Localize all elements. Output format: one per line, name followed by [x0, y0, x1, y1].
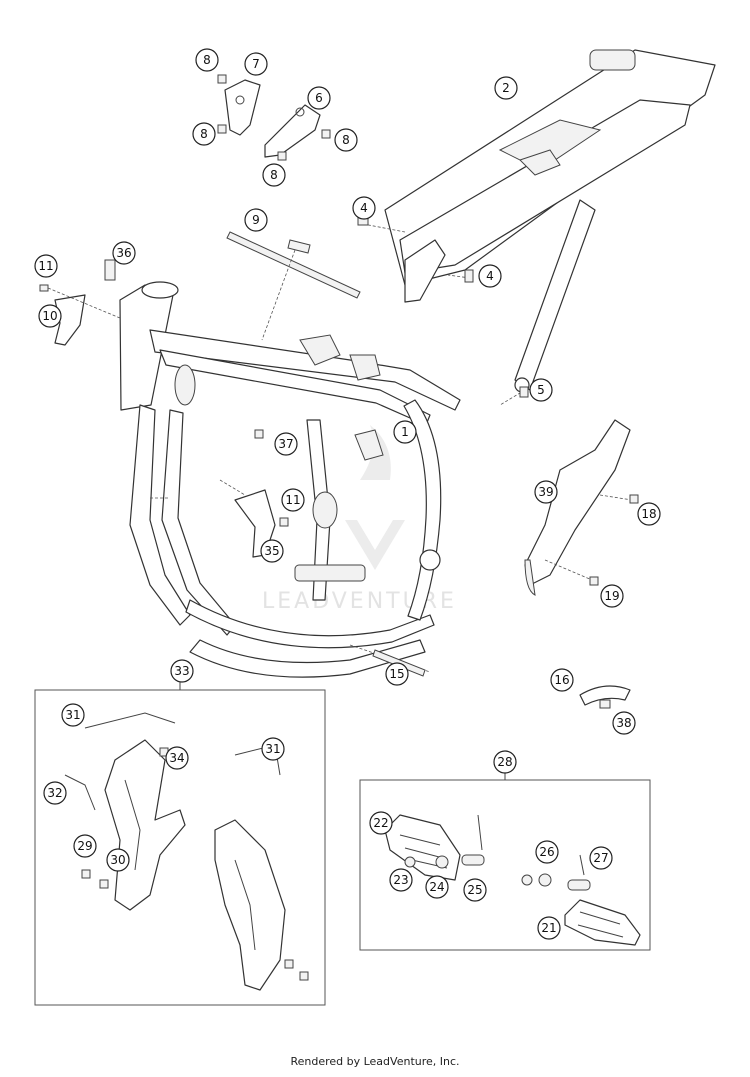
- callout-24: 24: [425, 875, 449, 899]
- svg-text:39: 39: [538, 485, 553, 499]
- svg-text:36: 36: [116, 246, 131, 260]
- render-credit: Rendered by LeadVenture, Inc.: [290, 1055, 460, 1068]
- callout-22: 22: [369, 811, 393, 835]
- callout-8d: 8: [262, 163, 286, 187]
- svg-text:8: 8: [270, 168, 278, 182]
- callout-4a: 4: [352, 196, 376, 220]
- svg-text:25: 25: [467, 883, 482, 897]
- callout-26: 26: [535, 840, 559, 864]
- callout-19: 19: [600, 584, 624, 608]
- svg-text:24: 24: [429, 880, 444, 894]
- svg-text:23: 23: [393, 873, 408, 887]
- svg-text:11: 11: [38, 259, 53, 273]
- svg-text:19: 19: [604, 589, 619, 603]
- svg-text:2: 2: [502, 81, 510, 95]
- callout-29: 29: [73, 834, 97, 858]
- svg-text:5: 5: [537, 383, 545, 397]
- bracket-6-part: [264, 104, 321, 158]
- parts-diagram: LEADVENTURE: [34, 48, 716, 1006]
- callout-35: 35: [260, 539, 284, 563]
- svg-text:11: 11: [285, 493, 300, 507]
- main-frame-part: [119, 281, 461, 678]
- callout-8a: 8: [195, 48, 219, 72]
- callout-25: 25: [463, 878, 487, 902]
- svg-text:21: 21: [541, 921, 556, 935]
- callout-1: 1: [393, 420, 417, 444]
- subframe-part: [384, 49, 716, 393]
- callout-31a: 31: [61, 703, 85, 727]
- callout-5: 5: [529, 378, 553, 402]
- callout-6: 6: [307, 86, 331, 110]
- svg-text:7: 7: [252, 57, 260, 71]
- svg-text:1: 1: [401, 425, 409, 439]
- callout-33: 33: [170, 659, 194, 683]
- svg-text:38: 38: [616, 716, 631, 730]
- svg-text:15: 15: [389, 667, 404, 681]
- svg-text:10: 10: [42, 309, 57, 323]
- bracket-10-part: [54, 294, 86, 346]
- frame-protector-right-part: [214, 819, 286, 991]
- bracket-7-part: [224, 79, 261, 136]
- callout-11a: 11: [34, 254, 58, 278]
- svg-text:16: 16: [554, 673, 569, 687]
- svg-text:29: 29: [77, 839, 92, 853]
- cable-guide-part: [226, 231, 361, 299]
- svg-text:8: 8: [203, 53, 211, 67]
- guard-16-part: [579, 685, 631, 709]
- callout-39: 39: [534, 480, 558, 504]
- svg-text:37: 37: [278, 437, 293, 451]
- callout-38: 38: [612, 711, 636, 735]
- svg-text:18: 18: [641, 507, 656, 521]
- chain-slider-part: [524, 419, 631, 596]
- svg-text:35: 35: [264, 544, 279, 558]
- svg-text:9: 9: [252, 213, 260, 227]
- svg-text:33: 33: [174, 664, 189, 678]
- svg-text:27: 27: [593, 851, 608, 865]
- callout-7: 7: [244, 52, 268, 76]
- svg-text:28: 28: [497, 755, 512, 769]
- callout-9: 9: [244, 208, 268, 232]
- svg-text:6: 6: [315, 91, 323, 105]
- callout-34: 34: [165, 746, 189, 770]
- svg-text:31: 31: [65, 708, 80, 722]
- svg-text:8: 8: [200, 127, 208, 141]
- callout-2: 2: [494, 76, 518, 100]
- callout-30: 30: [106, 848, 130, 872]
- svg-text:31: 31: [265, 742, 280, 756]
- callout-15: 15: [385, 662, 409, 686]
- callout-18: 18: [637, 502, 661, 526]
- callout-11b: 11: [281, 488, 305, 512]
- callout-28: 28: [493, 750, 517, 774]
- callout-10: 10: [38, 304, 62, 328]
- svg-text:34: 34: [169, 751, 184, 765]
- callout-21: 21: [537, 916, 561, 940]
- svg-text:4: 4: [486, 269, 494, 283]
- svg-text:30: 30: [110, 853, 125, 867]
- svg-text:26: 26: [539, 845, 554, 859]
- svg-text:32: 32: [47, 786, 62, 800]
- svg-text:4: 4: [360, 201, 368, 215]
- footrest-right-part: [564, 899, 641, 946]
- callout-8c: 8: [334, 128, 358, 152]
- callout-23: 23: [389, 868, 413, 892]
- callout-8b: 8: [192, 122, 216, 146]
- callout-37: 37: [274, 432, 298, 456]
- callout-32: 32: [43, 781, 67, 805]
- callout-36: 36: [112, 241, 136, 265]
- callout-4b: 4: [478, 264, 502, 288]
- callout-16: 16: [550, 668, 574, 692]
- svg-text:22: 22: [373, 816, 388, 830]
- callout-27: 27: [589, 846, 613, 870]
- svg-text:8: 8: [342, 133, 350, 147]
- callout-31b: 31: [261, 737, 285, 761]
